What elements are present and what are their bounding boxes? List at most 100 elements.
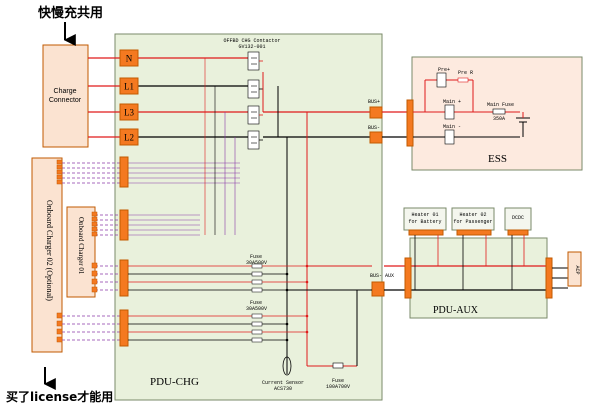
dcdc-label: DCDC bbox=[512, 215, 524, 221]
acp-label: ACP bbox=[574, 265, 580, 274]
fuse bbox=[251, 279, 263, 285]
bottom-fuse bbox=[332, 362, 344, 369]
bus-aux-terminal bbox=[371, 281, 385, 297]
charger-wires bbox=[62, 58, 240, 341]
bottom-fuse-rating: 100A700V bbox=[326, 384, 350, 390]
charger-pin bbox=[91, 270, 98, 277]
main-minus-label: Main - bbox=[443, 124, 461, 130]
junction-dot bbox=[305, 264, 309, 268]
bus-plus-label: BUS+ bbox=[368, 99, 380, 105]
acp-box bbox=[567, 251, 582, 287]
phase-label: L3 bbox=[124, 108, 134, 118]
charger-pin bbox=[91, 211, 98, 217]
aux-loads: Heater 01 for Battery Heater 02 for Pass… bbox=[403, 207, 532, 290]
pre-r-label: Pre R bbox=[458, 70, 473, 76]
pdu-chg-label: PDU-CHG bbox=[150, 376, 199, 388]
contactor-model: GV132-001 bbox=[238, 44, 265, 50]
ess-input-bar bbox=[406, 99, 414, 147]
bottom-annotation: 买了license才能用 bbox=[6, 389, 113, 404]
pre-plus-label: Pre+ bbox=[438, 67, 450, 73]
junction-dot bbox=[285, 272, 289, 276]
charger-pin bbox=[91, 262, 98, 269]
bus-aux-label: BUS- AUX bbox=[370, 273, 394, 279]
aux-link-wires: ACP PDU-AUX bbox=[357, 251, 582, 316]
phase-terminal bbox=[119, 49, 139, 67]
charger-01-label: Onboard Charger 01 bbox=[77, 217, 85, 275]
main-plus-label: Main + bbox=[443, 99, 461, 105]
pre-r-resistor bbox=[457, 77, 469, 83]
fuse bbox=[251, 271, 263, 277]
pdu-aux-panel bbox=[409, 237, 548, 319]
charger-pin bbox=[56, 179, 63, 185]
current-sensor-group: Current Sensor ACS730 Fuse 100A700V bbox=[262, 290, 358, 392]
junction-dot bbox=[305, 314, 309, 318]
charger-pin bbox=[91, 221, 98, 227]
current-sensor bbox=[282, 356, 292, 376]
fuse-rating-1: 30A500V bbox=[246, 260, 267, 266]
phase-label: N bbox=[126, 54, 133, 64]
onboard-charger-01-box bbox=[66, 206, 96, 298]
fuse bbox=[251, 313, 263, 319]
bottom-fuse-label: Fuse bbox=[332, 378, 344, 384]
heater-02-label-b: for Passenger bbox=[453, 219, 492, 225]
onboard-charger-02-box bbox=[31, 157, 63, 353]
pdu-dc-block bbox=[119, 259, 129, 297]
ess-label: ESS bbox=[488, 153, 507, 165]
bus-minus-label: BUS- bbox=[368, 125, 380, 131]
charger-pin bbox=[56, 336, 63, 343]
charger-pin bbox=[91, 231, 98, 237]
charger-pin bbox=[56, 164, 63, 170]
charge-connector-box bbox=[42, 44, 89, 148]
ess-link-wires bbox=[382, 99, 414, 147]
junction-dot bbox=[285, 322, 289, 326]
fuse-rating-2: 30A500V bbox=[246, 306, 267, 312]
charger-pin bbox=[91, 226, 98, 232]
phase-wires bbox=[88, 57, 248, 138]
current-sensor-model: ACS730 bbox=[274, 386, 292, 392]
main-plus-contactor bbox=[444, 104, 455, 120]
contactors bbox=[247, 51, 263, 150]
heater-01-label-b: for Battery bbox=[408, 219, 441, 225]
ess-internals: Pre+ Pre R Main + Main - Main Fuse 350A … bbox=[413, 67, 530, 165]
bus-plus-terminal bbox=[369, 106, 383, 119]
fuse bbox=[251, 337, 263, 343]
aux-input-bar bbox=[404, 257, 412, 299]
fuse-label-1: Fuse bbox=[250, 254, 262, 260]
charger-pin bbox=[56, 328, 63, 335]
charger-02-label: Onboard Charger 02 (Optional) bbox=[45, 200, 54, 301]
bus-minus-terminal bbox=[369, 131, 383, 144]
pdu-ac-block bbox=[119, 156, 129, 188]
main-minus-contactor bbox=[444, 129, 455, 145]
charger-pin bbox=[56, 169, 63, 175]
current-sensor-label: Current Sensor bbox=[262, 380, 304, 386]
junction-dot bbox=[285, 338, 289, 342]
charger-pin bbox=[56, 159, 63, 165]
contactor bbox=[247, 130, 260, 150]
main-fuse-rating: 350A bbox=[493, 116, 505, 122]
heater-01-label-a: Heater 01 bbox=[411, 212, 438, 218]
charger-pin bbox=[91, 278, 98, 285]
fuse bbox=[251, 287, 263, 293]
charger-terminals bbox=[56, 156, 129, 347]
phase-label: L1 bbox=[124, 82, 134, 92]
charger-pin bbox=[56, 320, 63, 327]
pdu-dc-block bbox=[119, 309, 129, 347]
fuses bbox=[128, 263, 309, 343]
contactor bbox=[247, 105, 260, 125]
bus-terminals: BUS+ BUS- BUS- AUX bbox=[368, 99, 394, 297]
charger-pin bbox=[56, 174, 63, 180]
contactor-title: OFFBD CHG Contactor bbox=[223, 38, 280, 44]
top-annotation: 快慢充共用 bbox=[38, 5, 103, 21]
phase-terminal bbox=[119, 128, 139, 146]
pdu-aux-label: PDU-AUX bbox=[433, 305, 479, 316]
phase-terminal bbox=[119, 103, 139, 121]
pre-plus-contactor bbox=[436, 72, 447, 88]
contactor bbox=[247, 51, 260, 71]
main-fuse-label: Main Fuse bbox=[487, 102, 514, 108]
junction-dot bbox=[285, 288, 289, 292]
junction-dot bbox=[305, 280, 309, 284]
charger-pin bbox=[91, 216, 98, 222]
heater-02-label-a: Heater 02 bbox=[459, 212, 486, 218]
